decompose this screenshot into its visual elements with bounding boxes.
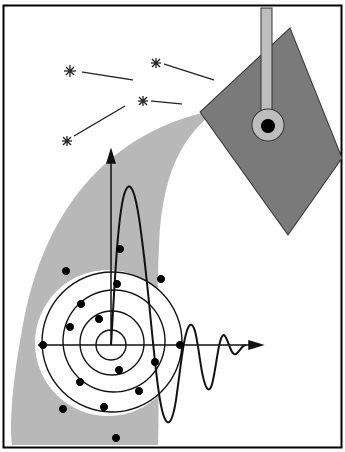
dots — [39, 245, 184, 442]
ring-2 — [79, 310, 145, 376]
dot — [59, 405, 67, 413]
dot — [116, 245, 124, 253]
star-particle-icon — [151, 58, 215, 81]
dot — [39, 341, 47, 349]
dot — [66, 323, 74, 331]
dot — [76, 378, 84, 386]
particles — [62, 58, 215, 146]
particle-trail — [150, 100, 183, 105]
dot — [95, 315, 103, 323]
dot — [135, 387, 143, 395]
dot — [115, 366, 123, 374]
dot — [62, 267, 70, 275]
dot — [176, 341, 184, 349]
dot — [113, 280, 121, 288]
vertical-arrowhead — [105, 147, 117, 164]
axes — [38, 147, 265, 351]
rod — [260, 7, 273, 125]
star-particle-icon — [64, 65, 134, 81]
star-particle-icon — [62, 105, 126, 146]
ring-backdrop — [35, 270, 181, 416]
dot — [151, 358, 159, 366]
pivot-icon — [261, 119, 275, 133]
dot — [157, 275, 165, 283]
dot — [112, 434, 120, 442]
dot — [77, 300, 85, 308]
star-particle-icon — [138, 96, 183, 106]
dot — [100, 403, 108, 411]
oscillating-wave-icon — [110, 185, 247, 424]
horizontal-arrowhead — [248, 339, 265, 351]
particle-trail — [73, 105, 126, 137]
particle-trail — [81, 71, 134, 81]
particle-trail — [163, 63, 215, 81]
